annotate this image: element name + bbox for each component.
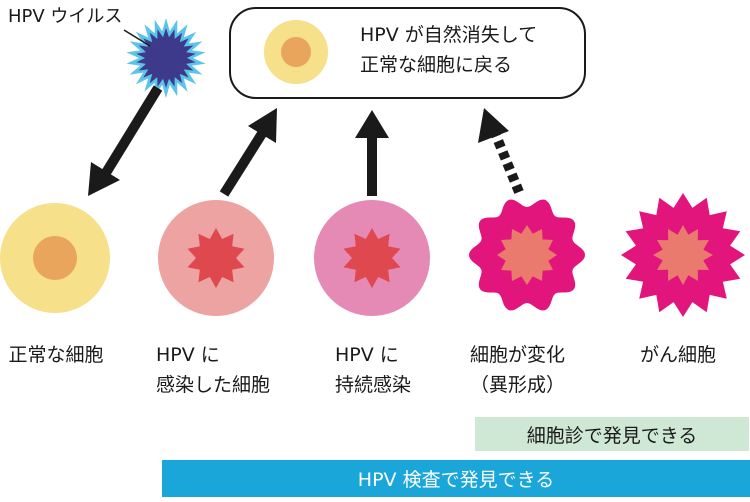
arrow-virus-to-normal xyxy=(88,85,163,196)
cancer-cell xyxy=(621,193,745,317)
normal-cell xyxy=(0,203,110,313)
hpv-test-detection-bar: HPV 検査で発見できる xyxy=(162,460,750,497)
infected-cell xyxy=(158,200,274,316)
result-box-text: HPV が自然消失して 正常な細胞に戻る xyxy=(360,20,537,80)
arrow-persistent-to-recovered xyxy=(355,110,389,196)
stage-label-infected: HPV に 感染した細胞 xyxy=(156,344,271,396)
arrow-dysplasia-to-recovered-dashed xyxy=(478,108,524,194)
persistent-infection-cell xyxy=(314,200,430,316)
virus-core xyxy=(136,28,196,88)
stage-label-normal: 正常な細胞 xyxy=(8,344,104,366)
dysplasia-cell xyxy=(469,199,585,311)
arrow-infected-to-recovered xyxy=(219,108,277,197)
result-line-1: HPV が自然消失して xyxy=(360,24,538,46)
recovered-cell-nucleus xyxy=(281,37,311,67)
result-line-2: 正常な細胞に戻る xyxy=(360,54,513,76)
virus-label: HPV ウイルス xyxy=(8,6,123,27)
stage-label-dysplasia: 細胞が変化 （異形成） xyxy=(470,344,566,396)
cytology-detection-bar: 細胞診で発見できる xyxy=(475,417,749,451)
hpv-virus-icon xyxy=(126,18,206,98)
stage-label-cancer: がん細胞 xyxy=(640,344,717,366)
virus-label-pointer xyxy=(123,29,151,47)
stage-label-persistent: HPV に 持続感染 xyxy=(335,344,412,396)
